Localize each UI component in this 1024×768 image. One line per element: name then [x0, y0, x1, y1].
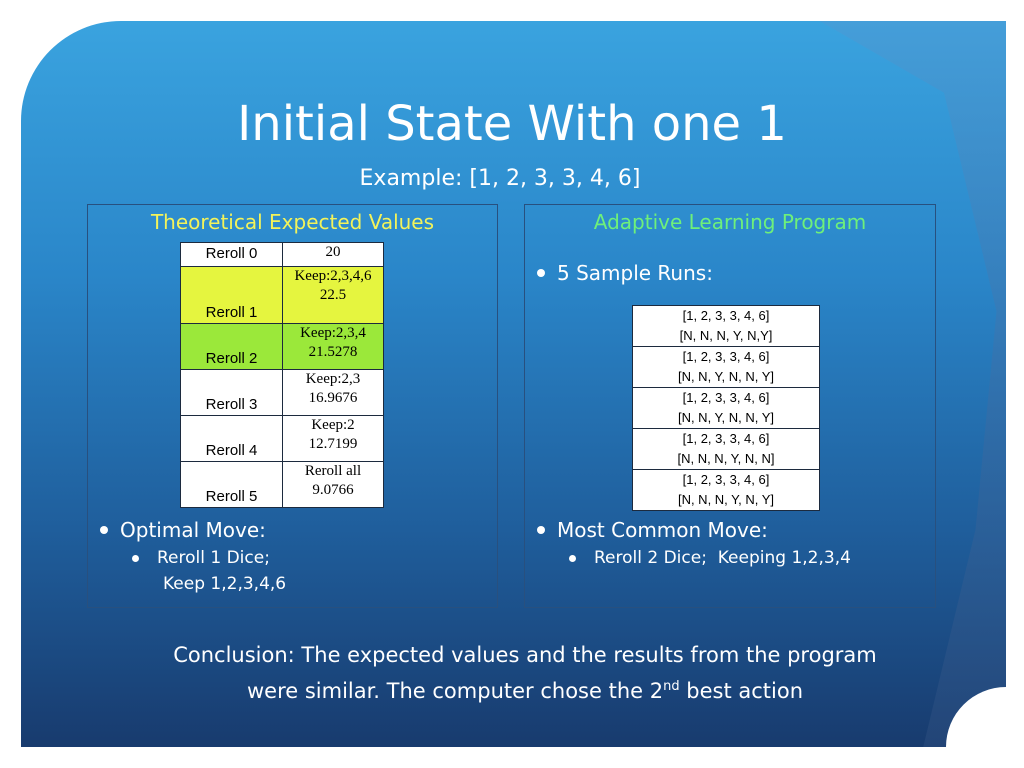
row-value-line: Keep:2 — [311, 417, 355, 433]
run-cell: [1, 2, 3, 3, 4, 6] [N, N, N, Y, N, N] — [632, 428, 820, 470]
run-dice: [1, 2, 3, 3, 4, 6] — [682, 390, 770, 405]
row-value: 20 — [282, 242, 384, 267]
adaptive-heading: Adaptive Learning Program — [593, 210, 867, 234]
run-dice: [1, 2, 3, 3, 4, 6] — [682, 472, 770, 487]
table-row: Reroll 2 Keep:2,3,4 21.5278 — [180, 323, 384, 370]
theoretical-heading: Theoretical Expected Values — [150, 210, 435, 234]
table-row: Reroll 5 Reroll all 9.0766 — [180, 461, 384, 508]
row-value: Keep:2,3,4,6 22.5 — [282, 266, 384, 324]
row-value: Keep:2 12.7199 — [282, 415, 384, 462]
sub-bullet-continuation: Keep 1,2,3,4,6 — [163, 574, 286, 594]
optimal-move-bullets: Optimal Move: Reroll 1 Dice; Keep 1,2,3,… — [100, 518, 286, 594]
sub-bullet-text: Reroll 2 Dice; Keeping 1,2,3,4 — [594, 548, 851, 568]
slide-title: Initial State With one 1 — [237, 96, 787, 152]
sub-bullet-item: Reroll 2 Dice; Keeping 1,2,3,4 — [569, 548, 851, 568]
bullet-item: Optimal Move: — [100, 518, 286, 542]
row-value-number: 12.7199 — [308, 436, 358, 452]
bullet-dot-icon — [537, 269, 545, 277]
row-value-number: 16.9676 — [308, 390, 358, 406]
bullet-text: Most Common Move: — [557, 518, 768, 542]
common-move-bullets: Most Common Move: Reroll 2 Dice; Keeping… — [537, 518, 851, 568]
row-label: Reroll 2 — [180, 323, 283, 370]
table-row: Reroll 4 Keep:2 12.7199 — [180, 415, 384, 462]
table-row: Reroll 1 Keep:2,3,4,6 22.5 — [180, 266, 384, 324]
sub-bullet-text: Keep 1,2,3,4,6 — [163, 574, 287, 594]
run-cell: [1, 2, 3, 3, 4, 6] [N, N, Y, N, N, Y] — [632, 387, 820, 429]
row-label: Reroll 1 — [180, 266, 283, 324]
row-value-line: 20 — [325, 244, 341, 260]
row-value: Keep:2,3 16.9676 — [282, 369, 384, 416]
row-value-line: Keep:2,3 — [305, 371, 361, 387]
row-value-line: Keep:2,3,4,6 — [294, 268, 372, 284]
run-keep: [N, N, N, Y, N, Y] — [677, 492, 775, 507]
run-keep: [N, N, Y, N, N, Y] — [677, 410, 775, 425]
slide-subtitle: Example: [1, 2, 3, 3, 4, 6] — [359, 166, 641, 191]
table-row: [1, 2, 3, 3, 4, 6] [N, N, Y, N, N, Y] — [632, 346, 820, 388]
run-cell: [1, 2, 3, 3, 4, 6] [N, N, N, Y, N, Y] — [632, 469, 820, 511]
bullet-text: 5 Sample Runs: — [557, 261, 713, 285]
table-row: [1, 2, 3, 3, 4, 6] [N, N, N, Y, N, Y] — [632, 469, 820, 511]
sub-bullet-item: Reroll 1 Dice; — [132, 548, 286, 568]
sub-bullet-text: Reroll 1 Dice; — [157, 548, 270, 568]
bullet-dot-icon — [569, 554, 576, 562]
bullet-dot-icon — [537, 526, 545, 534]
table-row: [1, 2, 3, 3, 4, 6] [N, N, N, Y, N, N] — [632, 428, 820, 470]
run-dice: [1, 2, 3, 3, 4, 6] — [682, 308, 770, 323]
sample-runs-bullet: 5 Sample Runs: — [537, 261, 713, 285]
conclusion-part2: best action — [679, 679, 804, 703]
run-cell: [1, 2, 3, 3, 4, 6] [N, N, N, Y, N,Y] — [632, 305, 820, 347]
row-value: Keep:2,3,4 21.5278 — [282, 323, 384, 370]
bullet-text: Optimal Move: — [120, 518, 266, 542]
bullet-item: Most Common Move: — [537, 518, 851, 542]
table-row: Reroll 0 20 — [180, 242, 384, 267]
run-cell: [1, 2, 3, 3, 4, 6] [N, N, Y, N, N, Y] — [632, 346, 820, 388]
adaptive-panel: Adaptive Learning Program 5 Sample Runs:… — [524, 204, 936, 608]
row-value: Reroll all 9.0766 — [282, 461, 384, 508]
run-dice: [1, 2, 3, 3, 4, 6] — [682, 431, 770, 446]
expected-values-table: Reroll 0 20 Reroll 1 Keep:2,3,4,6 22.5 R… — [180, 242, 384, 508]
row-label: Reroll 0 — [180, 242, 283, 267]
row-value-line: Keep:2,3,4 — [300, 325, 366, 341]
run-keep: [N, N, N, Y, N,Y] — [679, 328, 773, 343]
table-row: [1, 2, 3, 3, 4, 6] [N, N, Y, N, N, Y] — [632, 387, 820, 429]
row-value-line: Reroll all — [304, 463, 362, 479]
row-label: Reroll 3 — [180, 369, 283, 416]
run-dice: [1, 2, 3, 3, 4, 6] — [682, 349, 770, 364]
table-row: Reroll 3 Keep:2,3 16.9676 — [180, 369, 384, 416]
bullet-dot-icon — [132, 554, 139, 562]
run-keep: [N, N, Y, N, N, Y] — [677, 369, 775, 384]
theoretical-panel: Theoretical Expected Values Reroll 0 20 … — [87, 204, 498, 608]
table-row: [1, 2, 3, 3, 4, 6] [N, N, N, Y, N,Y] — [632, 305, 820, 347]
row-label: Reroll 5 — [180, 461, 283, 508]
row-label: Reroll 4 — [180, 415, 283, 462]
row-value-number: 9.0766 — [312, 482, 354, 498]
bullet-dot-icon — [100, 526, 108, 534]
conclusion-superscript: nd — [663, 679, 680, 694]
sample-runs-table: [1, 2, 3, 3, 4, 6] [N, N, N, Y, N,Y] [1, … — [632, 305, 820, 511]
bullet-item: 5 Sample Runs: — [537, 261, 713, 285]
row-value-number: 22.5 — [319, 287, 347, 303]
conclusion-text: Conclusion: The expected values and the … — [150, 640, 900, 707]
conclusion-part1: Conclusion: The expected values and the … — [173, 643, 877, 703]
run-keep: [N, N, N, Y, N, N] — [677, 451, 775, 466]
row-value-number: 21.5278 — [308, 344, 358, 360]
